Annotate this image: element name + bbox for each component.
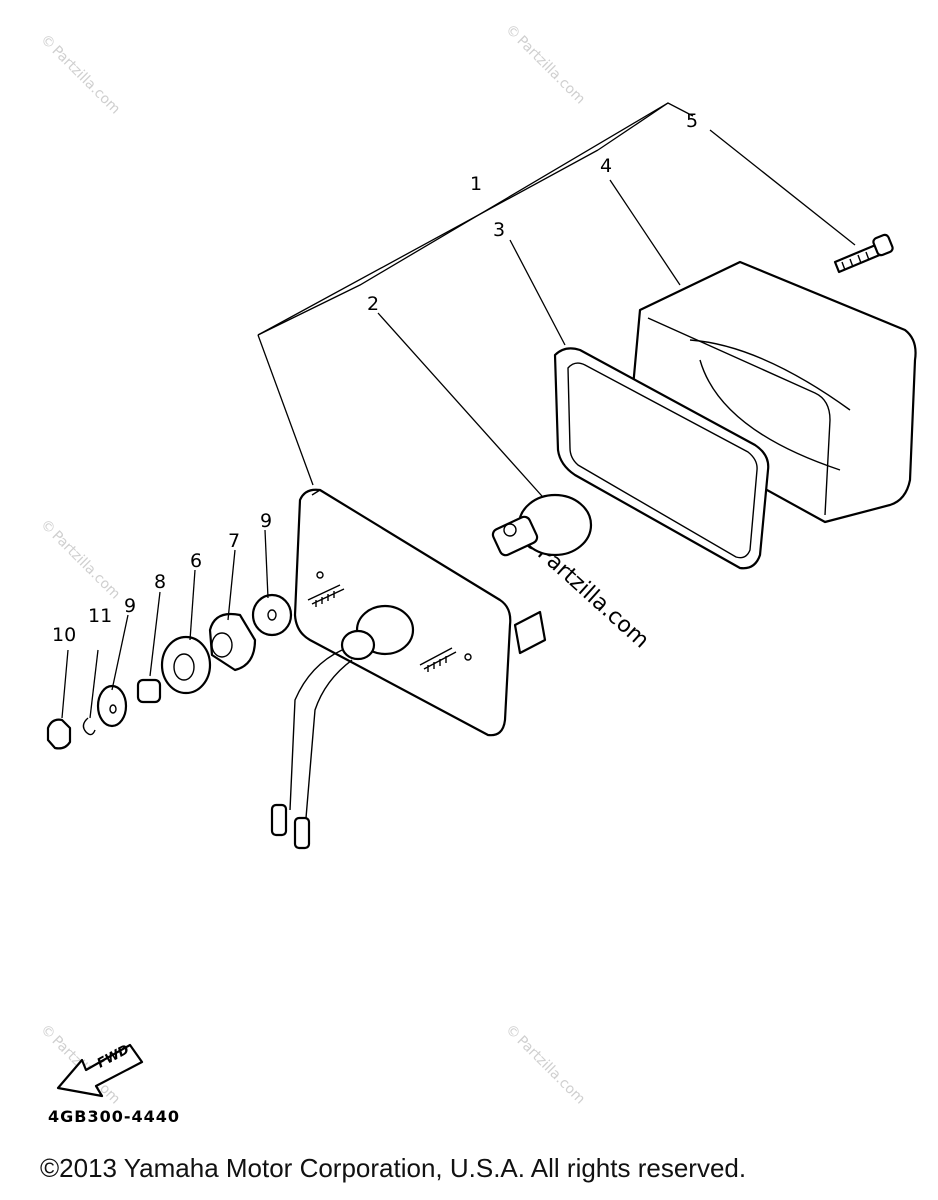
gasket-part-3: [553, 347, 770, 570]
callout-2: 2: [367, 293, 379, 315]
base-housing-part-1: [270, 488, 547, 850]
callout-10: 10: [52, 624, 76, 646]
svg-text:Partzilla.com: Partzilla.com: [48, 43, 123, 118]
bulb-part-2: [491, 493, 593, 557]
callout-9-left: 9: [124, 595, 136, 617]
collar-8: [136, 678, 162, 704]
clip-11: [82, 717, 96, 736]
assembly-bracket-lines: [257, 102, 694, 486]
callout-7: 7: [228, 530, 240, 552]
hardware-stack: [46, 593, 293, 750]
grommet-6: [160, 635, 212, 695]
watermark-bottom-center: © Partzilla.com: [502, 1022, 588, 1108]
watermark-top-left: © Partzilla.com: [37, 32, 123, 118]
callout-leaders: [61, 529, 269, 719]
leader-lines: [377, 129, 856, 506]
copyright-notice: ©2013 Yamaha Motor Corporation, U.S.A. A…: [40, 1153, 747, 1183]
callout-1: 1: [470, 173, 482, 195]
washer-9-right: [251, 593, 293, 637]
svg-text:Partzilla.com: Partzilla.com: [532, 541, 653, 654]
grommet-7: [208, 612, 257, 672]
callout-9-right: 9: [260, 510, 272, 532]
nut-10: [46, 718, 72, 750]
screw-part-5: [833, 233, 894, 274]
watermark-top-center: © Partzilla.com: [502, 22, 588, 108]
callout-3: 3: [493, 219, 505, 241]
washer-9-left: [96, 684, 128, 728]
svg-text:Partzilla.com: Partzilla.com: [48, 528, 123, 603]
callout-6: 6: [190, 550, 202, 572]
svg-text:Partzilla.com: Partzilla.com: [513, 33, 588, 108]
callout-11: 11: [88, 605, 112, 627]
callout-5: 5: [686, 110, 698, 132]
watermark-mid-left: © Partzilla.com: [37, 517, 123, 603]
diagram-code: 4GB300-4440: [48, 1107, 180, 1126]
svg-text:Partzilla.com: Partzilla.com: [513, 1033, 588, 1108]
callout-4: 4: [600, 155, 612, 177]
callout-8: 8: [154, 571, 166, 593]
